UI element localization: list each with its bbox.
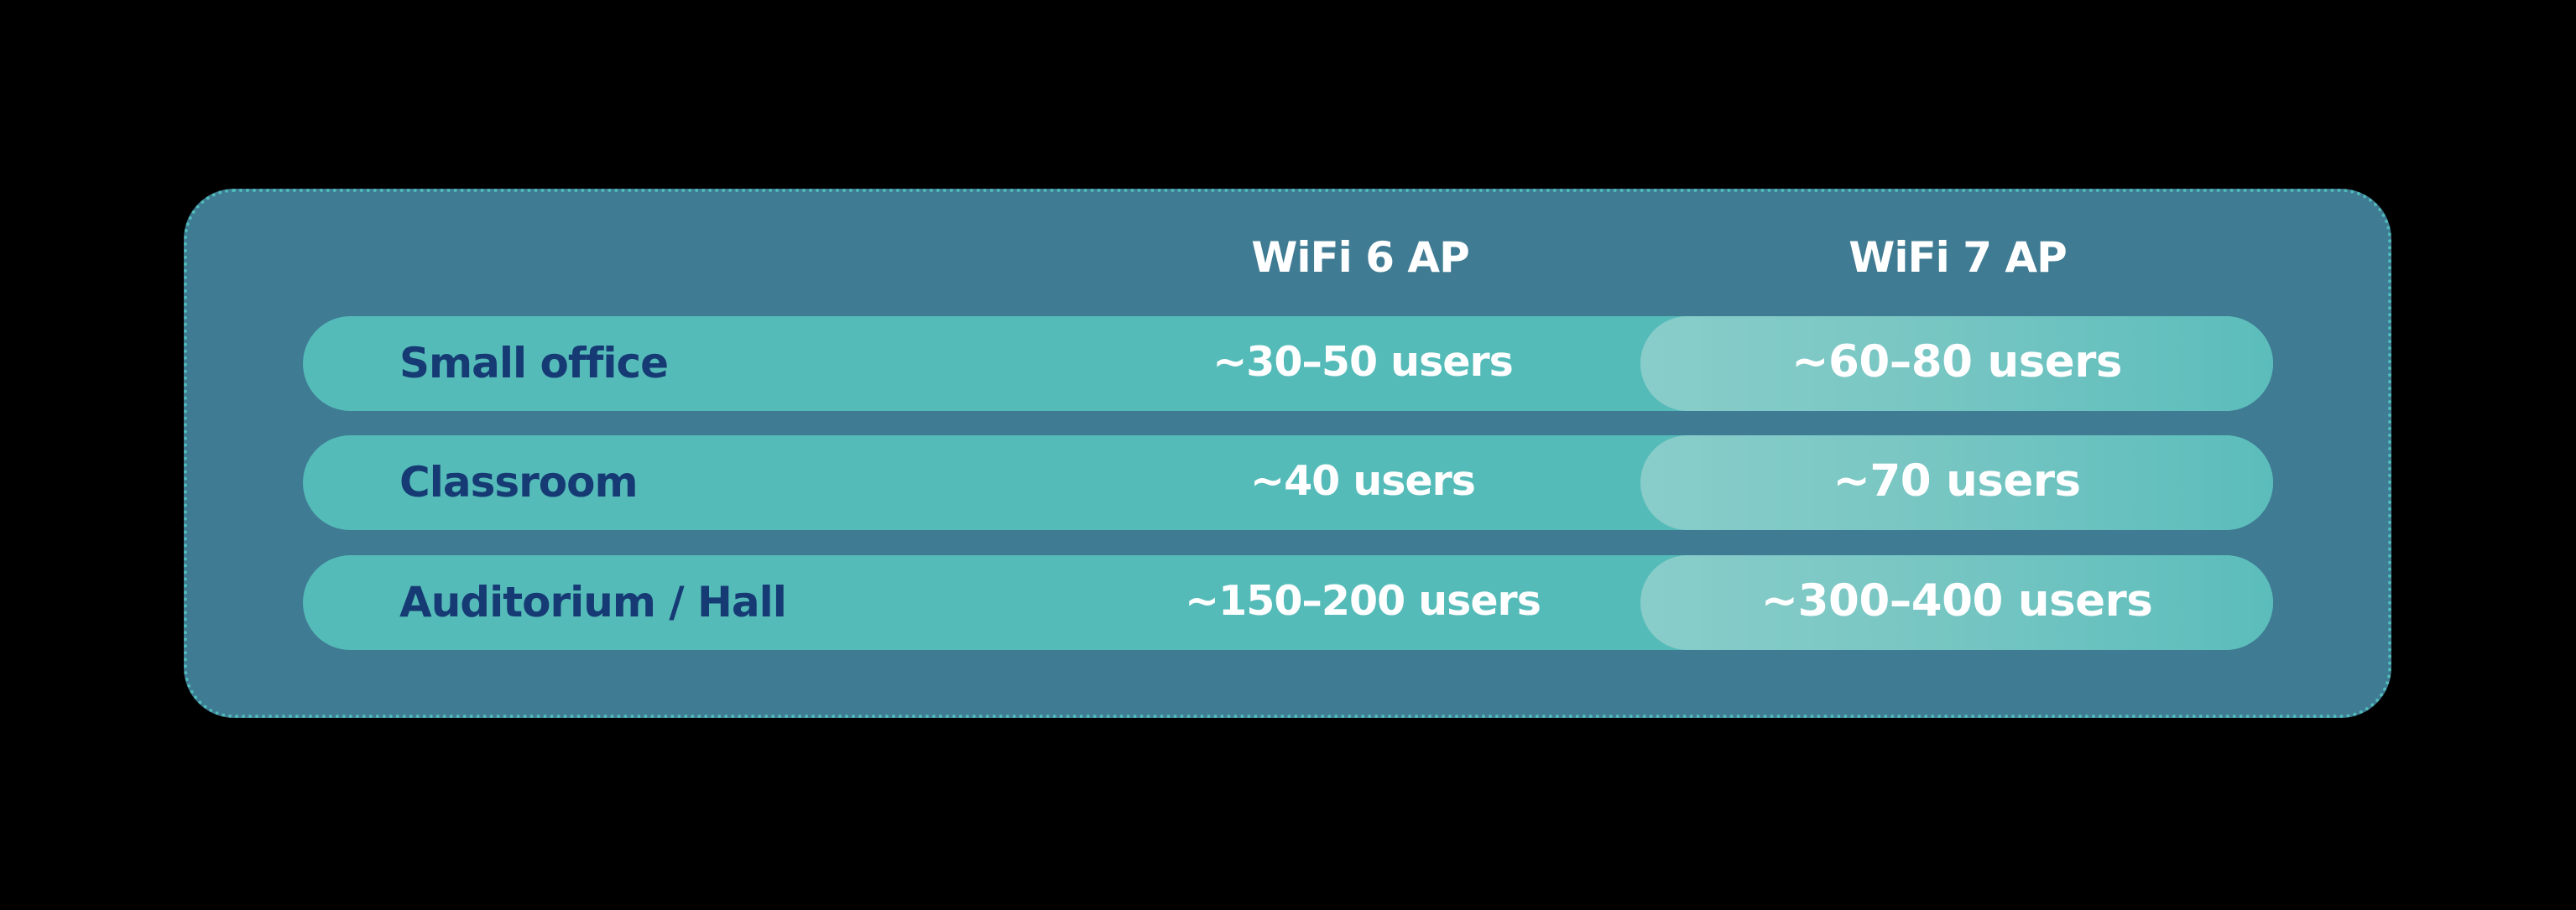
wifi7-highlight-cell: ~60–80 users xyxy=(1640,316,2273,411)
row-label: Classroom xyxy=(399,458,639,507)
wifi6-value: ~150–200 users xyxy=(1185,577,1541,625)
wifi6-value: ~30–50 users xyxy=(1212,338,1514,386)
table-row-small-office: Small office ~30–50 users ~60–80 users xyxy=(303,316,2273,411)
wifi7-value: ~70 users xyxy=(1833,455,2081,507)
row-label: Auditorium / Hall xyxy=(399,578,787,627)
wifi7-value: ~300–400 users xyxy=(1760,575,2153,627)
table-row-classroom: Classroom ~40 users ~70 users xyxy=(303,435,2273,530)
table-row-auditorium-hall: Auditorium / Hall ~150–200 users ~300–40… xyxy=(303,555,2273,650)
wifi7-value: ~60–80 users xyxy=(1791,336,2122,387)
wifi7-highlight-cell: ~300–400 users xyxy=(1640,555,2273,650)
wifi6-value: ~40 users xyxy=(1250,457,1476,505)
column-header-wifi6: WiFi 6 AP xyxy=(1251,233,1470,282)
row-label: Small office xyxy=(399,339,669,387)
wifi7-highlight-cell: ~70 users xyxy=(1640,435,2273,530)
column-header-wifi7: WiFi 7 AP xyxy=(1849,233,2068,282)
